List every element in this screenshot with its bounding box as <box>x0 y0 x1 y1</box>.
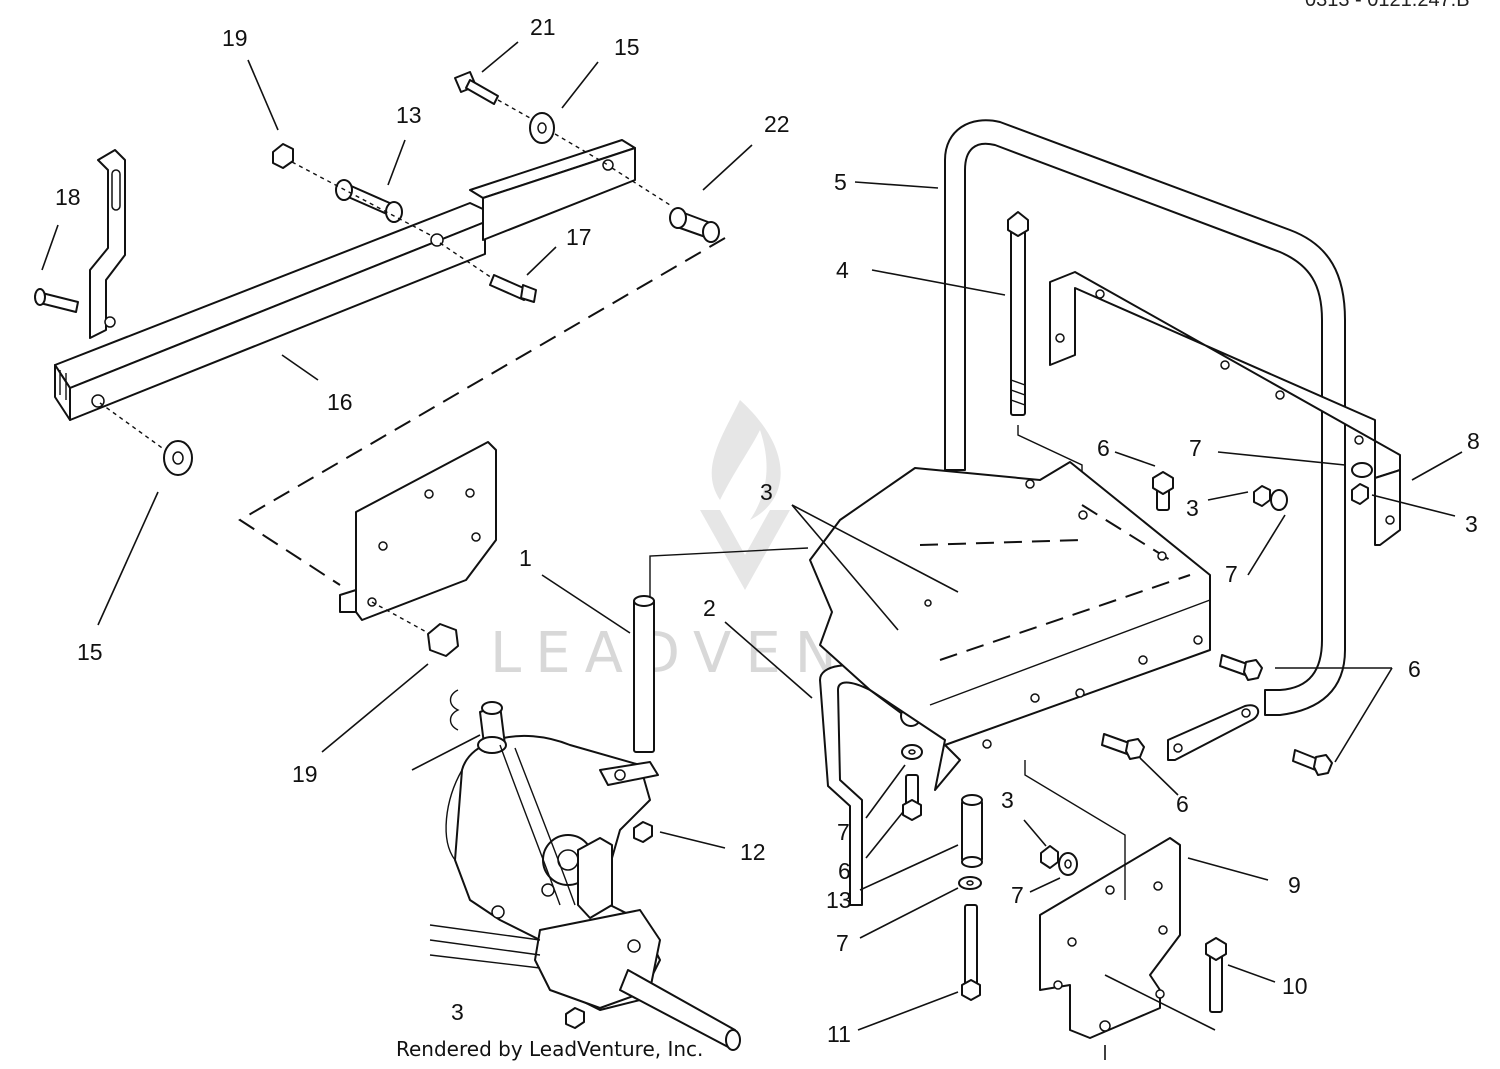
mounting-plate-left <box>339 441 497 657</box>
mounting-plate-right <box>958 760 1227 1039</box>
callout-22: 22 <box>764 111 790 137</box>
callout-7: 7 <box>1189 435 1202 461</box>
callout-21: 21 <box>530 14 556 40</box>
callout-6: 6 <box>838 858 851 884</box>
callout-3: 3 <box>451 999 464 1025</box>
callout-5: 5 <box>834 169 847 195</box>
callout-11: 11 <box>827 1021 851 1047</box>
corner-code: 0313 - 0121.247.B <box>1305 0 1470 11</box>
callout-3: 3 <box>1186 495 1199 521</box>
callout-12: 12 <box>740 839 766 865</box>
callout-7: 7 <box>837 819 850 845</box>
callout-6: 6 <box>1097 435 1110 461</box>
callout-17: 17 <box>566 224 592 250</box>
frame-assembly <box>809 119 1401 791</box>
callout-15: 15 <box>77 639 103 665</box>
callout-19: 19 <box>292 761 318 787</box>
drawbar-assembly <box>34 71 726 586</box>
callout-19: 19 <box>222 25 248 51</box>
callout-8: 8 <box>1467 428 1480 454</box>
credit-text: Rendered by LeadVenture, Inc. <box>396 1037 703 1061</box>
callout-6: 6 <box>1176 791 1189 817</box>
callout-6: 6 <box>1408 656 1421 682</box>
callout-3: 3 <box>760 479 773 505</box>
callouts: 21 15 19 13 22 18 17 16 15 19 5 4 6 7 8 … <box>55 14 1480 1047</box>
callout-7: 7 <box>836 930 849 956</box>
callout-4: 4 <box>836 257 849 283</box>
callout-3: 3 <box>1001 787 1014 813</box>
callout-1: 1 <box>519 545 532 571</box>
callout-7: 7 <box>1011 882 1024 908</box>
callout-13: 13 <box>396 102 422 128</box>
callout-16: 16 <box>327 389 353 415</box>
callout-2: 2 <box>703 595 716 621</box>
callout-9: 9 <box>1288 872 1301 898</box>
leader-lines <box>41 41 1463 1060</box>
callout-10: 10 <box>1282 973 1308 999</box>
callout-7: 7 <box>1225 561 1238 587</box>
callout-3: 3 <box>1465 511 1478 537</box>
callout-18: 18 <box>55 184 81 210</box>
callout-15: 15 <box>614 34 640 60</box>
transaxle <box>429 689 741 1051</box>
callout-13: 13 <box>826 887 852 913</box>
